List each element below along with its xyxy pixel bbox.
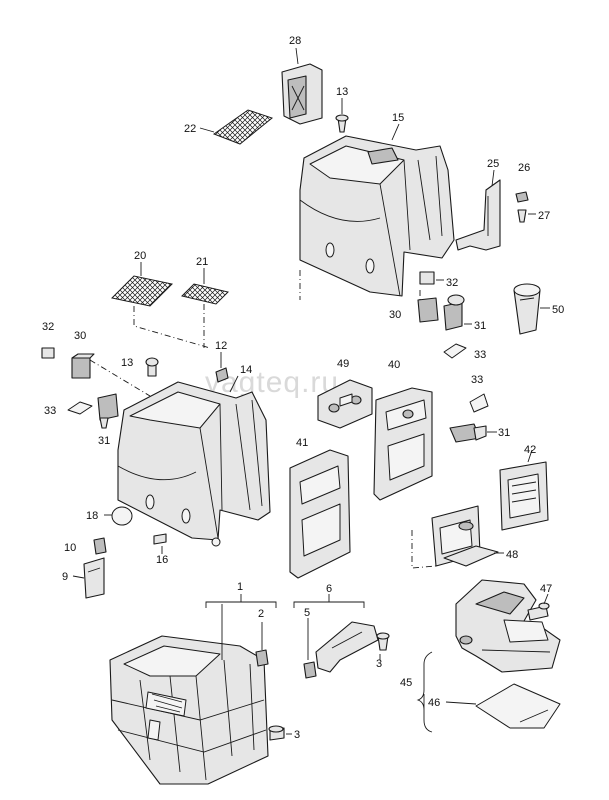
- callout-3-lower: 3: [294, 729, 300, 741]
- part-48-cupholder: [431, 505, 499, 567]
- callout-13-top: 13: [336, 86, 348, 98]
- part-45-armrest: [455, 579, 561, 673]
- callout-40: 40: [388, 359, 400, 371]
- part-2-clip: [255, 649, 269, 667]
- part-25-bracket: [455, 179, 501, 251]
- callout-41: 41: [296, 437, 308, 449]
- callout-48: 48: [506, 549, 518, 561]
- part-9-bracket: [83, 557, 105, 599]
- callout-50: 50: [552, 304, 564, 316]
- part-6-bracket: [315, 621, 379, 673]
- callout-31-left: 31: [98, 435, 110, 447]
- part-33-cover-right: [443, 343, 467, 359]
- callout-14: 14: [240, 364, 252, 376]
- callout-9: 9: [62, 571, 68, 583]
- part-10-clip: [93, 537, 107, 555]
- part-13-clip-left: [145, 357, 159, 377]
- part-27-screw: [517, 209, 527, 223]
- part-21-mat: [181, 283, 229, 305]
- callout-45: 45: [400, 677, 412, 689]
- callout-10: 10: [64, 542, 76, 554]
- callout-31-mid: 31: [498, 427, 510, 439]
- callout-46: 46: [428, 697, 440, 709]
- part-49-switch-panel: [317, 379, 373, 429]
- callout-25: 25: [487, 158, 499, 170]
- part-28-bracket: [281, 63, 323, 125]
- part-32-cap-left: [41, 347, 55, 359]
- part-32-cap-right: [419, 271, 435, 285]
- part-31-socket-right: [443, 294, 465, 331]
- callout-12: 12: [215, 340, 227, 352]
- callout-49: 49: [337, 358, 349, 370]
- part-26-clip: [515, 191, 529, 203]
- part-20-mat: [110, 275, 174, 307]
- callout-16: 16: [156, 554, 168, 566]
- callout-30-right: 30: [389, 309, 401, 321]
- part-13-screw-top: [335, 114, 349, 133]
- part-12-clip: [215, 367, 229, 383]
- part-33-cover-right-top: [469, 393, 489, 413]
- callout-26: 26: [518, 162, 530, 174]
- callout-27: 27: [538, 210, 550, 222]
- part-46-pad: [475, 683, 561, 729]
- part-30-switch-left: [71, 353, 95, 379]
- part-31-socket-left: [97, 393, 119, 429]
- callout-32-right: 32: [446, 277, 458, 289]
- part-3-screw-mid: [376, 632, 390, 651]
- callout-32-left: 32: [42, 321, 54, 333]
- callout-3-mid: 3: [376, 658, 382, 670]
- callout-6: 6: [326, 583, 332, 595]
- callout-33-left: 33: [44, 405, 56, 417]
- part-3-screw-lower: [268, 725, 285, 741]
- part-22-mat: [212, 109, 274, 145]
- callout-47: 47: [540, 583, 552, 595]
- callout-1: 1: [237, 581, 243, 593]
- callout-33-mid: 33: [471, 374, 483, 386]
- part-31-socket-mid: [449, 423, 487, 443]
- callout-30-left: 30: [74, 330, 86, 342]
- part-41-trim-panel: [289, 449, 351, 579]
- callout-5: 5: [304, 607, 310, 619]
- part-18-round-cover: [111, 506, 133, 526]
- callout-13-left: 13: [121, 357, 133, 369]
- callout-18: 18: [86, 510, 98, 522]
- callout-22: 22: [184, 123, 196, 135]
- callout-2: 2: [258, 608, 264, 620]
- part-40-trim-panel: [373, 387, 433, 501]
- callout-21: 21: [196, 256, 208, 268]
- callout-33-right: 33: [474, 349, 486, 361]
- callout-31-top: 31: [474, 320, 486, 332]
- part-1-lower-frame: [109, 635, 269, 785]
- part-16-screw: [153, 533, 167, 545]
- part-30-switch-right: [417, 297, 439, 323]
- callout-20: 20: [134, 250, 146, 262]
- part-5-clip: [303, 661, 317, 679]
- part-14-lower-housing: [117, 381, 271, 547]
- part-33-cover-left: [67, 401, 93, 415]
- callout-28: 28: [289, 35, 301, 47]
- part-15-upper-housing: [299, 135, 455, 297]
- part-42-frame: [499, 461, 549, 531]
- callout-42: 42: [524, 444, 536, 456]
- part-50-cup-insert: [513, 283, 541, 335]
- callout-15: 15: [392, 112, 404, 124]
